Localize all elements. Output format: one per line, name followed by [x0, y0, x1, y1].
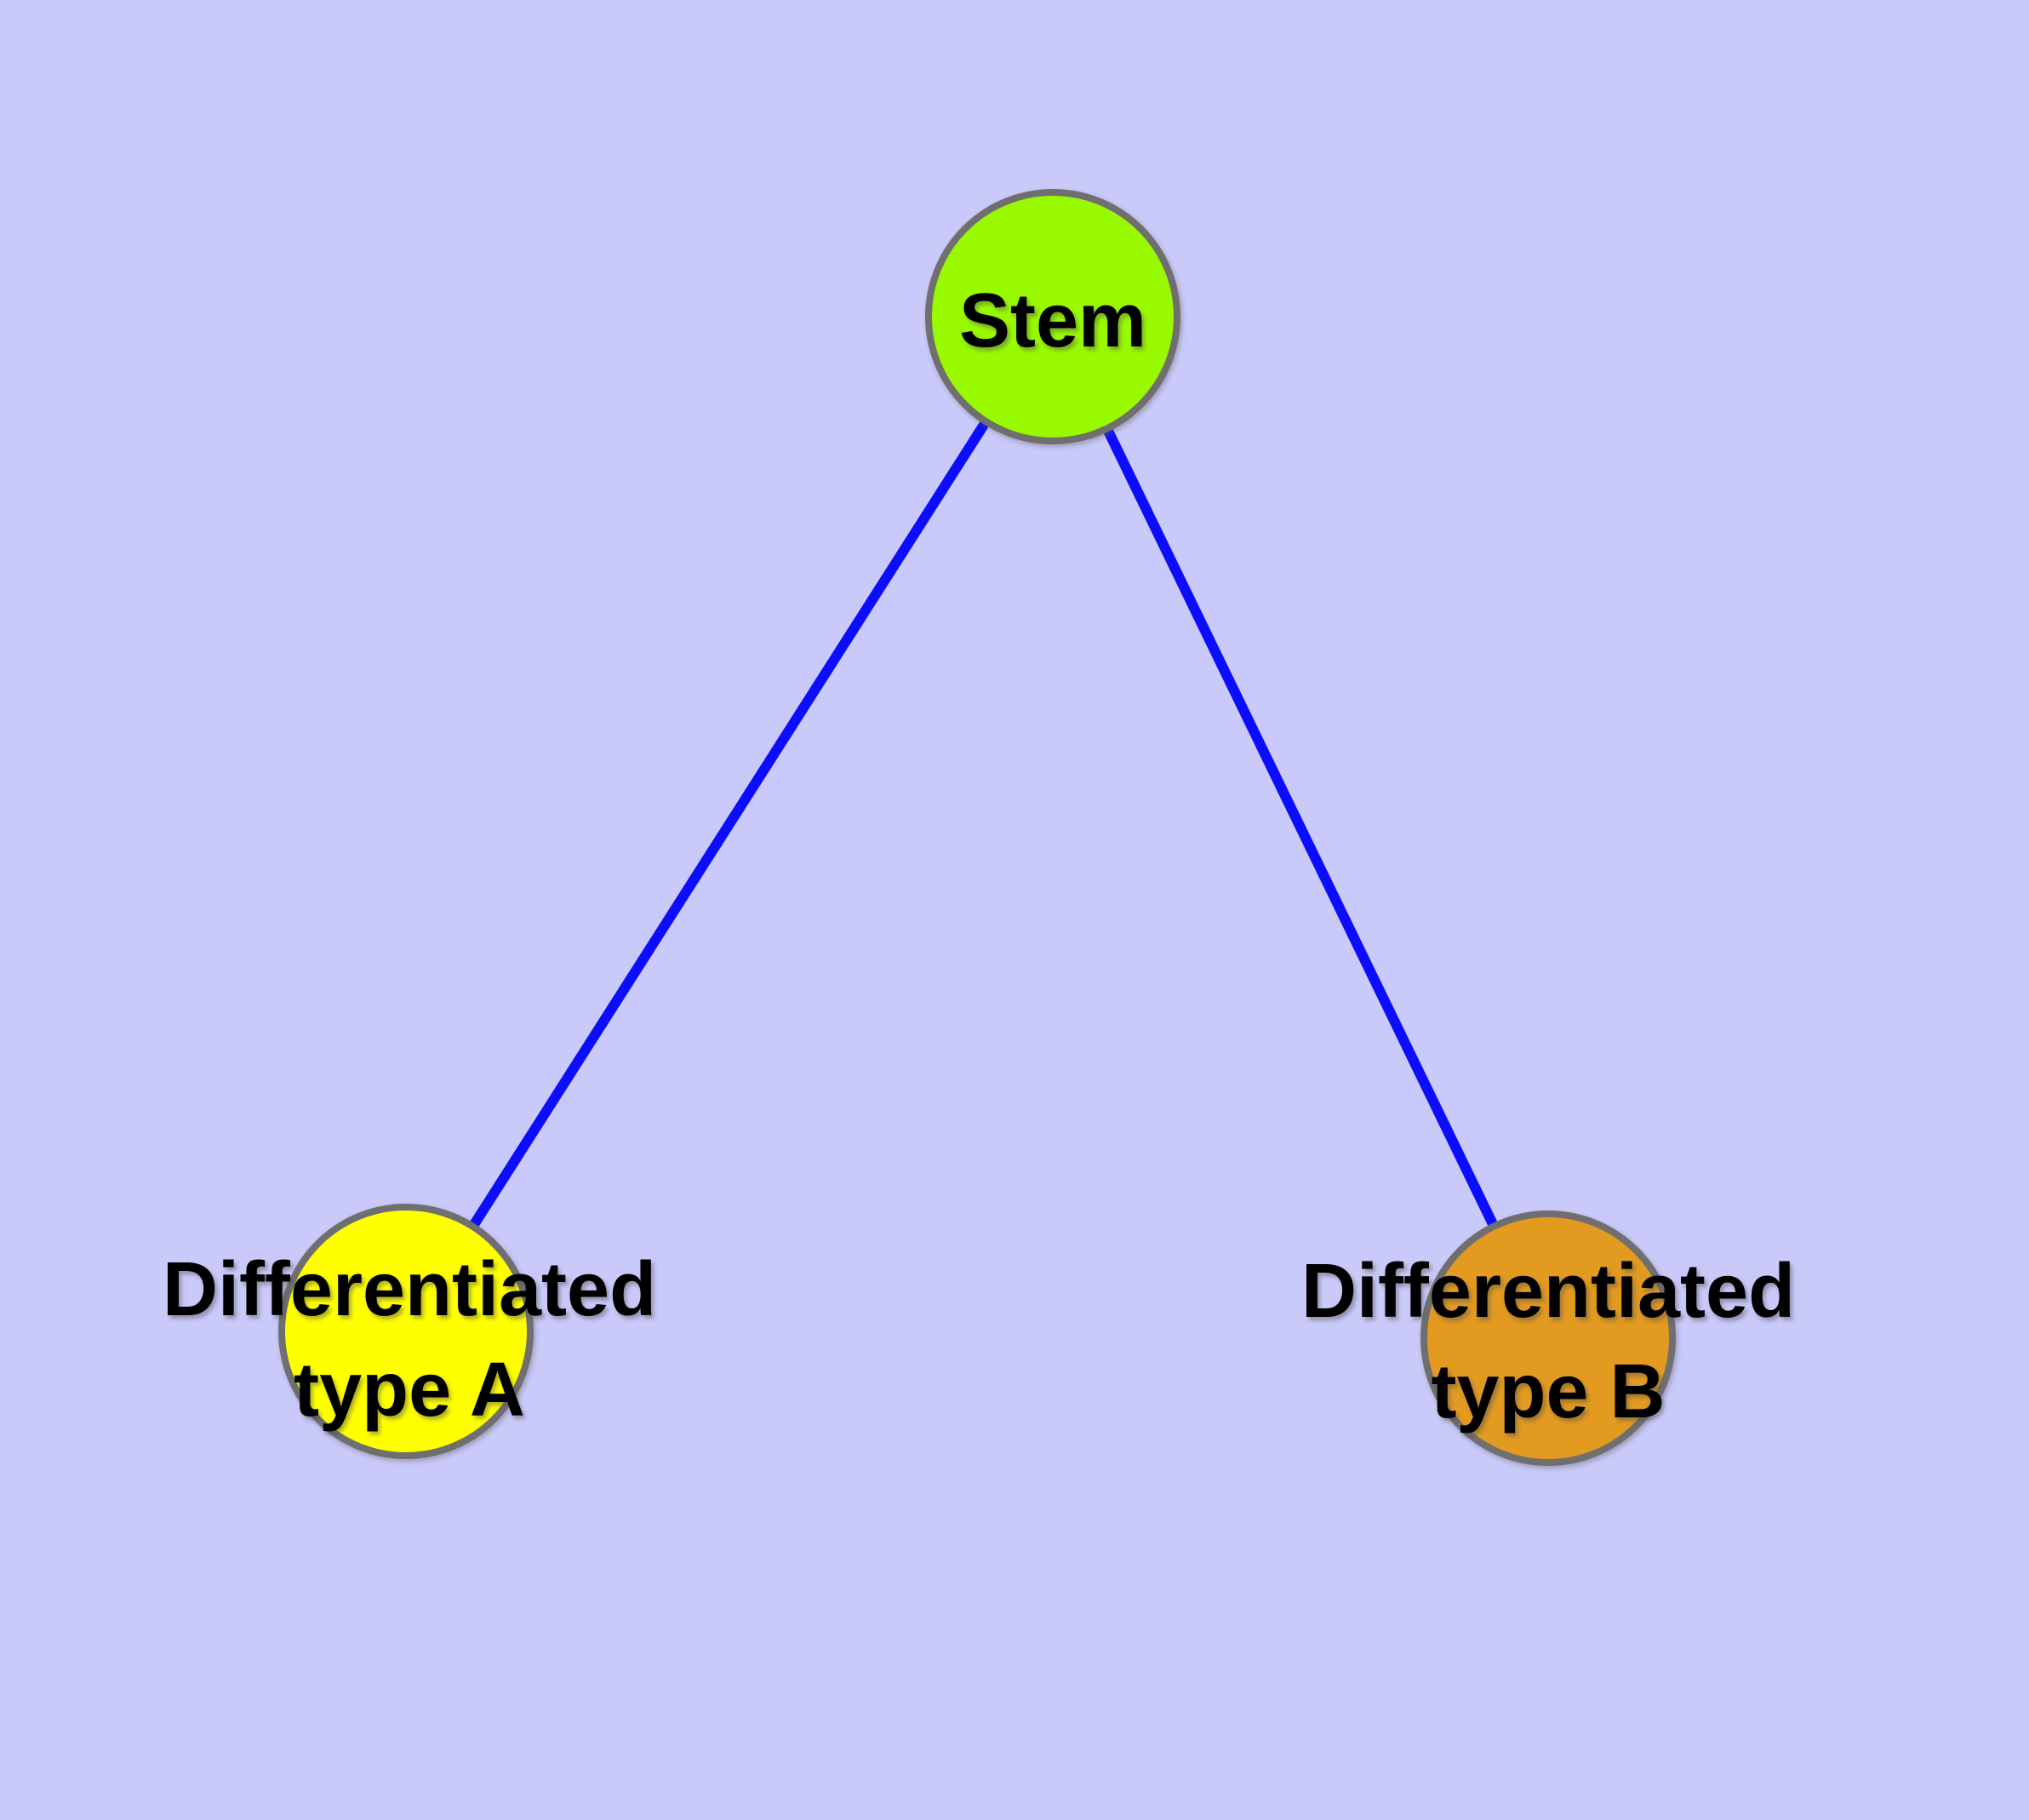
- node-stem-circle[interactable]: [925, 189, 1180, 444]
- node-type-b-circle[interactable]: [1420, 1210, 1676, 1466]
- node-type-a-circle[interactable]: [278, 1204, 534, 1459]
- edge-stem-to-type-a: [401, 313, 1058, 1335]
- edge-stem-to-type-b: [1048, 314, 1553, 1341]
